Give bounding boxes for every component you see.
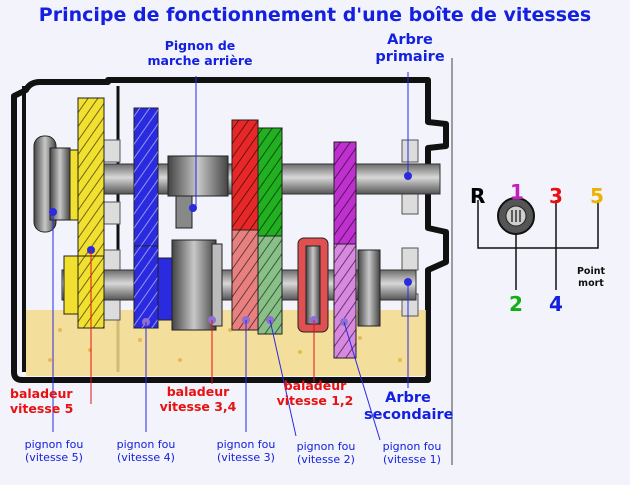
label-pignon-fou-1: pignon fou(vitesse 1) bbox=[382, 440, 442, 467]
synchro-hub-34 bbox=[171, 239, 217, 331]
label-pignon-fou-5: pignon fou(vitesse 5) bbox=[24, 438, 84, 465]
label-pignon-fou-2: pignon fou(vitesse 2) bbox=[296, 440, 356, 467]
reverse-gear bbox=[167, 155, 229, 197]
label-pignon-fou-4: pignon fou(vitesse 4) bbox=[116, 438, 176, 465]
shift-pos-r: R bbox=[470, 184, 486, 208]
gearbox-housing bbox=[11, 77, 449, 383]
shift-pos-1: 1 bbox=[510, 180, 524, 204]
shift-pos-3: 3 bbox=[549, 184, 563, 208]
page-title: Principe de fonctionnement d'une boîte d… bbox=[38, 4, 592, 26]
shift-pos-2: 2 bbox=[509, 292, 523, 316]
shift-pos-4: 4 bbox=[549, 292, 563, 316]
shift-pos-5: 5 bbox=[590, 184, 604, 208]
label-pignon-fou-3: pignon fou(vitesse 3) bbox=[216, 438, 276, 465]
